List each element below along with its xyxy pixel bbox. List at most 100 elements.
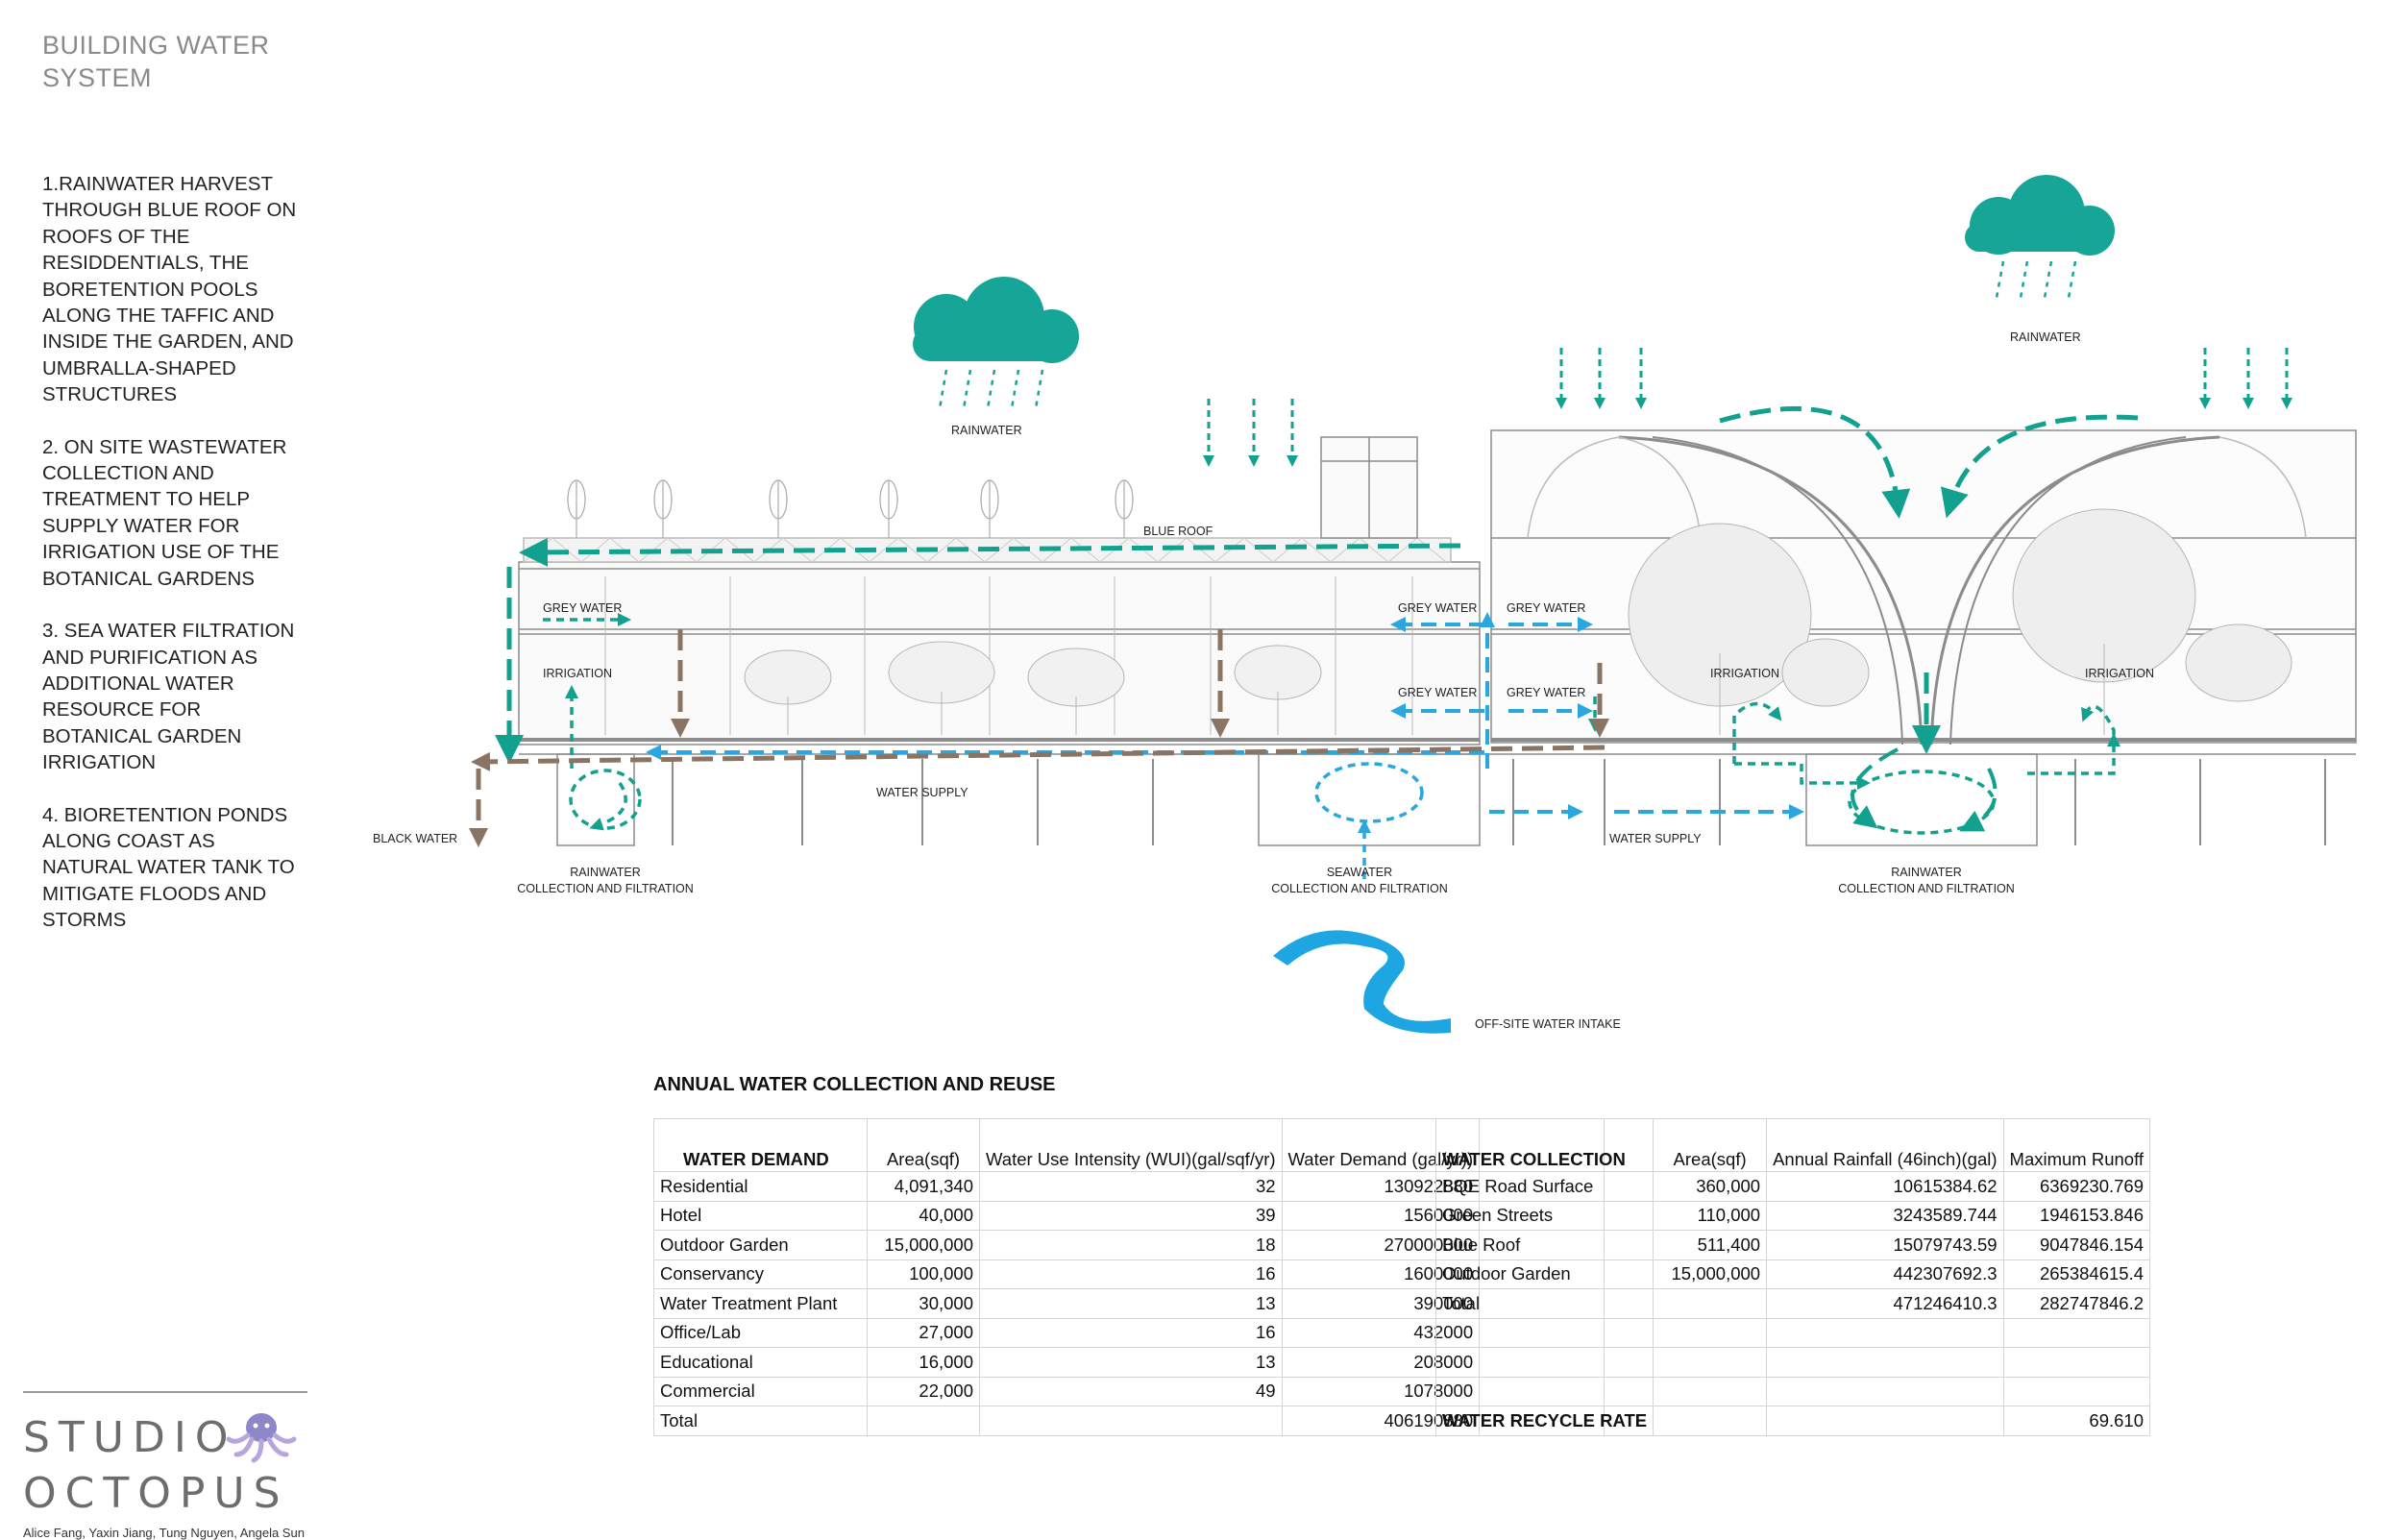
cell: Educational <box>653 1347 868 1378</box>
label-rain-collection-right-2: COLLECTION AND FILTRATION <box>1838 882 2015 895</box>
cell <box>2002 1376 2151 1406</box>
cell: Outdoor Garden <box>1434 1259 1654 1289</box>
page-title: BUILDING WATER SYSTEM <box>42 31 270 92</box>
cell <box>1653 1406 1768 1436</box>
cell <box>1434 1347 1654 1378</box>
cell: Conservancy <box>653 1259 868 1289</box>
cell: 10615384.62 <box>1766 1171 2004 1202</box>
cell: 16 <box>979 1259 1283 1289</box>
cell: Hotel <box>653 1200 868 1231</box>
cell: 471246410.3 <box>1766 1288 2004 1319</box>
label-grey-water-2: GREY WATER <box>1398 601 1477 615</box>
column-header: WATER COLLECTION <box>1434 1118 1654 1172</box>
seawater-flow <box>1314 762 1424 879</box>
cell: Outdoor Garden <box>653 1230 868 1260</box>
rainwater-tank-loop <box>569 769 1996 835</box>
cell <box>1653 1317 1768 1348</box>
cell: 15,000,000 <box>867 1230 980 1260</box>
note-1: 1.RAINWATER HARVEST THROUGH BLUE ROOF ON… <box>42 173 297 406</box>
cell: Total <box>1434 1288 1654 1319</box>
rain-drops-right <box>1995 260 2077 299</box>
cell: 18 <box>979 1230 1283 1260</box>
cell: 16,000 <box>867 1347 980 1378</box>
rain-arrows <box>1203 348 2292 467</box>
label-rainwater-left: RAINWATER <box>951 424 1022 437</box>
label-water-supply-2: WATER SUPPLY <box>1609 832 1702 845</box>
rain-drops-left <box>938 369 1044 409</box>
cell: 27,000 <box>867 1317 980 1348</box>
cell: Office/Lab <box>653 1317 868 1348</box>
label-irrigation-1: IRRIGATION <box>543 667 612 680</box>
cell: Commercial <box>653 1376 868 1406</box>
label-offsite-intake: OFF-SITE WATER INTAKE <box>1475 1017 1621 1031</box>
column-header: Water Use Intensity (WUI)(gal/sqf/yr) <box>979 1118 1283 1172</box>
cell: 69.610 <box>2002 1406 2151 1436</box>
label-rain-collection-left-1: RAINWATER <box>570 866 641 879</box>
label-irrigation-2: IRRIGATION <box>1710 667 1779 680</box>
black-water-flow <box>469 629 1609 847</box>
label-sea-collection-2: COLLECTION AND FILTRATION <box>1271 882 1448 895</box>
cell <box>867 1406 980 1436</box>
cell: Residential <box>653 1171 868 1202</box>
cell <box>1766 1317 2004 1348</box>
cell <box>1766 1376 2004 1406</box>
cell: WATER RECYCLE RATE <box>1434 1406 1654 1436</box>
cell: 22,000 <box>867 1376 980 1406</box>
label-grey-water-3: GREY WATER <box>1507 601 1585 615</box>
octopus-logo-icon <box>226 1413 297 1463</box>
cell <box>1434 1376 1654 1406</box>
label-grey-water-5: GREY WATER <box>1507 686 1585 699</box>
cell <box>1434 1317 1654 1348</box>
cell: Blue Roof <box>1434 1230 1654 1260</box>
column-header: WATER DEMAND <box>653 1118 868 1172</box>
label-water-supply-1: WATER SUPPLY <box>876 786 968 799</box>
cloud-icon-left <box>913 277 1079 363</box>
column-header: Area(sqf) <box>867 1118 980 1172</box>
tables-title: ANNUAL WATER COLLECTION AND REUSE <box>653 1074 1056 1095</box>
cell <box>1766 1347 2004 1378</box>
cell <box>1653 1288 1768 1319</box>
label-blue-roof: BLUE ROOF <box>1143 525 1213 538</box>
table-header-row: WATER COLLECTION Area(sqf) Annual Rainfa… <box>1434 1118 2151 1172</box>
table-row-recycle-rate: WATER RECYCLE RATE 69.610 <box>1434 1406 2151 1436</box>
building-left <box>518 436 1481 746</box>
cell: 13 <box>979 1288 1283 1319</box>
cell: 511,400 <box>1653 1230 1768 1260</box>
cell: 100,000 <box>867 1259 980 1289</box>
cell: 49 <box>979 1376 1283 1406</box>
cell: 360,000 <box>1653 1171 1768 1202</box>
cell: 13 <box>979 1347 1283 1378</box>
cell <box>1653 1347 1768 1378</box>
cell: Total <box>653 1406 868 1436</box>
cell: 15079743.59 <box>1766 1230 2004 1260</box>
label-sea-collection-1: SEAWATER <box>1327 866 1392 879</box>
cloud-icon-right <box>1965 175 2115 256</box>
water-collection-table: WATER COLLECTION Area(sqf) Annual Rainfa… <box>1434 1118 2151 1436</box>
notes-list: 1.RAINWATER HARVEST THROUGH BLUE ROOF ON… <box>42 171 302 960</box>
irrigation-flow <box>543 613 2120 831</box>
cell <box>1653 1376 1768 1406</box>
label-black-water: BLACK WATER <box>373 832 457 845</box>
cell: BQE Road Surface <box>1434 1171 1654 1202</box>
cell: 265384615.4 <box>2002 1259 2151 1289</box>
foundations <box>519 753 2356 846</box>
table-row-empty <box>1434 1376 2151 1406</box>
diagram-labels: RAINWATER RAINWATER BLUE ROOF GREY WATER… <box>373 330 2154 1031</box>
cell <box>2002 1347 2151 1378</box>
cell <box>1766 1406 2004 1436</box>
building-right <box>1490 429 2357 746</box>
note-4: 4. BIORETENTION PONDS ALONG COAST AS NAT… <box>42 803 295 932</box>
label-rainwater-right: RAINWATER <box>2010 330 2081 344</box>
cell: 282747846.2 <box>2002 1288 2151 1319</box>
cell: Green Streets <box>1434 1200 1654 1231</box>
water-system-section-diagram: RAINWATER RAINWATER BLUE ROOF GREY WATER… <box>373 175 2357 1034</box>
label-rain-collection-right-1: RAINWATER <box>1891 866 1962 879</box>
cell: 40,000 <box>867 1200 980 1231</box>
river-icon <box>1273 930 1451 1034</box>
note-2: 2. ON SITE WASTEWATER COLLECTION AND TRE… <box>42 435 287 590</box>
table-row-empty <box>1434 1347 2151 1378</box>
